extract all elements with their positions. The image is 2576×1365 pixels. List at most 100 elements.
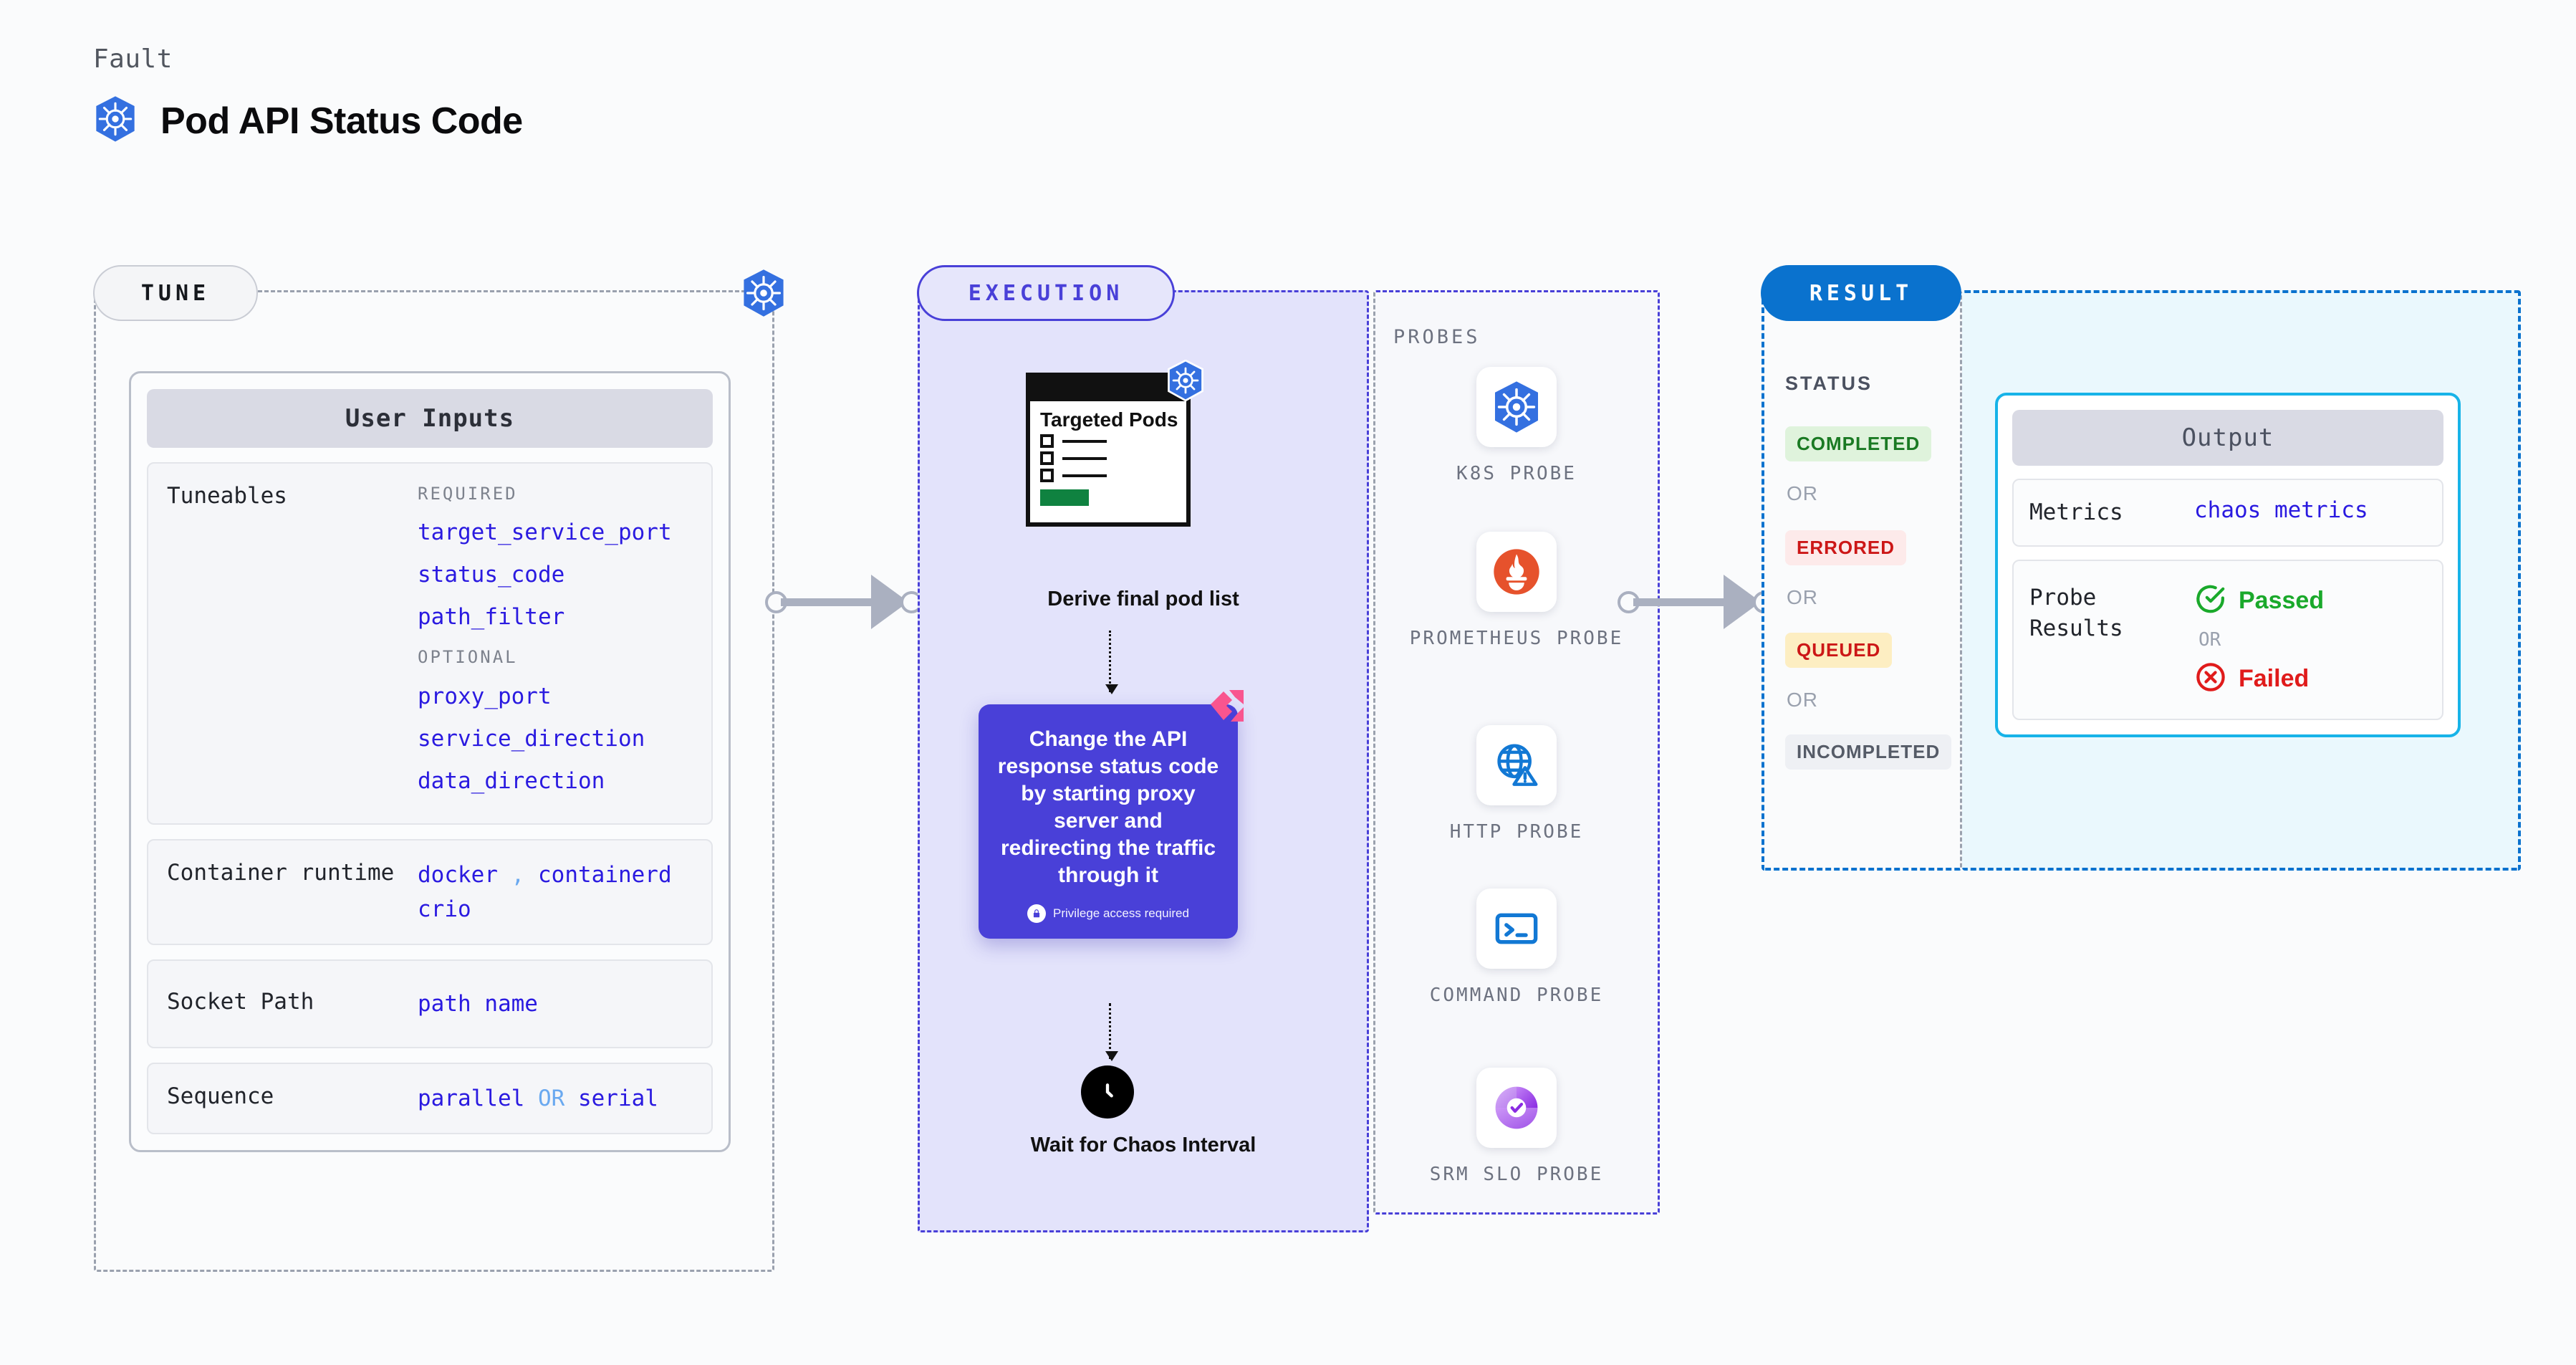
- lock-icon: [1027, 904, 1047, 923]
- checklist-line: [1062, 456, 1107, 460]
- privilege-note: Privilege access required: [996, 904, 1221, 923]
- targeted-pods-document: Targeted Pods: [1026, 359, 1203, 527]
- wait-chaos-interval-caption: Wait for Chaos Interval: [1030, 1134, 1256, 1156]
- user-input-row-sequence: Sequence parallel OR serial: [147, 1062, 713, 1134]
- status-badge-queued: QUEUED: [1785, 633, 1893, 668]
- kubernetes-icon: [93, 95, 138, 146]
- fault-kicker: Fault: [93, 44, 173, 74]
- probe-results-values: Passed OR Failed: [2194, 583, 2324, 697]
- user-input-row-container-runtime: Container runtime docker , containerd cr…: [147, 838, 713, 945]
- stage-tag-tune-label: TUNE: [140, 280, 211, 306]
- probe-result-passed: Passed: [2194, 583, 2324, 619]
- probe-results-label: Probe Results: [2029, 584, 2123, 641]
- status-or-3: OR: [1787, 689, 1818, 711]
- checklist-item: [1030, 431, 1186, 449]
- user-inputs-card: User Inputs Tuneables REQUIRED target_se…: [129, 371, 731, 1152]
- tuneables-required-heading: REQUIRED: [418, 484, 518, 504]
- status-badge-completed: COMPLETED: [1785, 426, 1932, 461]
- stage-tag-result[interactable]: RESULT: [1761, 265, 1961, 321]
- probe-item-command[interactable]: COMMAND PROBE: [1373, 889, 1660, 1008]
- chaos-action-text: Change the API response status code by s…: [997, 727, 1219, 888]
- checkbox-icon: [1040, 451, 1054, 466]
- progress-bar: [1040, 489, 1089, 507]
- metrics-value[interactable]: chaos metrics: [2194, 497, 2368, 523]
- probe-item-k8s[interactable]: K8S PROBE: [1373, 367, 1660, 487]
- page-title: Pod API Status Code: [160, 100, 523, 142]
- tuneable-status-code[interactable]: status_code: [418, 562, 565, 588]
- page-title-row: Pod API Status Code: [93, 95, 523, 146]
- check-circle-icon: [2194, 583, 2227, 619]
- clock-icon: [1081, 1065, 1134, 1119]
- probe-result-or: OR: [2198, 628, 2221, 651]
- document-top-bar: [1030, 377, 1186, 401]
- stage-tag-execution[interactable]: EXECUTION: [917, 265, 1175, 321]
- tuneables-values: REQUIRED target_service_port status_code…: [418, 481, 672, 806]
- chaos-action-card[interactable]: Change the API response status code by s…: [979, 690, 1244, 939]
- probe-label-k8s: K8S PROBE: [1456, 463, 1577, 484]
- kubernetes-icon: [1476, 367, 1557, 447]
- status-label: STATUS: [1785, 373, 1873, 394]
- tuneables-label: Tuneables: [167, 483, 287, 509]
- checklist-line: [1062, 439, 1107, 443]
- sequence-parallel[interactable]: parallel: [418, 1085, 525, 1111]
- runtime-docker[interactable]: docker: [418, 861, 498, 888]
- checkbox-icon: [1040, 434, 1054, 449]
- tuneable-proxy-port[interactable]: proxy_port: [418, 683, 552, 709]
- probe-result-failed: Failed: [2194, 661, 2324, 697]
- checklist-line: [1062, 474, 1107, 477]
- targeted-pods-card: Targeted Pods: [1026, 359, 1203, 527]
- container-runtime-values: docker , containerd crio: [418, 858, 672, 926]
- probe-label-prometheus: PROMETHEUS PROBE: [1409, 628, 1624, 649]
- user-inputs-title-label: User Inputs: [345, 404, 515, 433]
- kubernetes-icon: [739, 269, 788, 317]
- tuneable-path-filter[interactable]: path_filter: [418, 604, 565, 631]
- user-inputs-title: User Inputs: [147, 389, 713, 448]
- harness-chaos-mark-icon: [1208, 689, 1246, 724]
- output-row-probe-results: Probe Results Passed OR: [2012, 559, 2443, 720]
- connector-tune-to-execution: [765, 559, 923, 645]
- output-card: Output Metrics chaos metrics Probe Resul…: [1995, 393, 2461, 737]
- probes-label: PROBES: [1393, 326, 1481, 348]
- sequence-serial[interactable]: serial: [577, 1085, 658, 1111]
- socket-path-value[interactable]: path name: [418, 990, 538, 1017]
- tune-panel: [94, 290, 774, 1272]
- output-row-metrics: Metrics chaos metrics: [2012, 479, 2443, 547]
- tuneable-data-direction[interactable]: data_direction: [418, 767, 605, 794]
- status-or-1: OR: [1787, 482, 1818, 504]
- probe-item-srm-slo[interactable]: SRM SLO PROBE: [1373, 1068, 1660, 1187]
- connector-bar: [1633, 598, 1741, 606]
- kubernetes-icon: [1165, 359, 1206, 402]
- stage-tag-tune[interactable]: TUNE: [93, 265, 258, 321]
- checkbox-icon: [1040, 469, 1054, 483]
- socket-path-label: Socket Path: [167, 988, 314, 1015]
- probe-label-srm-slo: SRM SLO PROBE: [1429, 1164, 1604, 1185]
- status-badge-incompleted: INCOMPLETED: [1785, 734, 1952, 770]
- stage-tag-execution-label: EXECUTION: [968, 280, 1124, 306]
- failed-label: Failed: [2239, 664, 2310, 692]
- targeted-pods-title: Targeted Pods: [1040, 408, 1178, 431]
- stage-tag-result-label: RESULT: [1809, 280, 1913, 306]
- flow-arrow-down-2: [1105, 1003, 1118, 1061]
- x-circle-icon: [2194, 661, 2227, 697]
- container-runtime-label: Container runtime: [167, 859, 395, 886]
- probe-item-http[interactable]: HTTP PROBE: [1373, 725, 1660, 845]
- metrics-label: Metrics: [2029, 499, 2123, 525]
- checklist-item: [1030, 465, 1186, 483]
- runtime-crio[interactable]: crio: [418, 896, 471, 922]
- output-title: Output: [2012, 410, 2443, 466]
- flow-arrow-down: [1105, 631, 1118, 694]
- connector-bar: [781, 598, 888, 606]
- probe-label-command: COMMAND PROBE: [1429, 985, 1604, 1006]
- runtime-containerd[interactable]: containerd: [538, 861, 672, 888]
- probe-label-http: HTTP PROBE: [1449, 821, 1584, 843]
- probe-item-prometheus[interactable]: PROMETHEUS PROBE: [1373, 532, 1660, 651]
- status-badge-errored: ERRORED: [1785, 530, 1907, 565]
- sequence-label: Sequence: [167, 1083, 274, 1109]
- result-panel: [1762, 290, 1962, 871]
- connector-execution-to-result: [1618, 559, 1775, 645]
- tuneable-service-direction[interactable]: service_direction: [418, 725, 645, 752]
- prometheus-icon: [1476, 532, 1557, 612]
- passed-label: Passed: [2239, 586, 2325, 614]
- checklist-item: [1030, 448, 1186, 466]
- tuneable-target-service-port[interactable]: target_service_port: [418, 519, 672, 546]
